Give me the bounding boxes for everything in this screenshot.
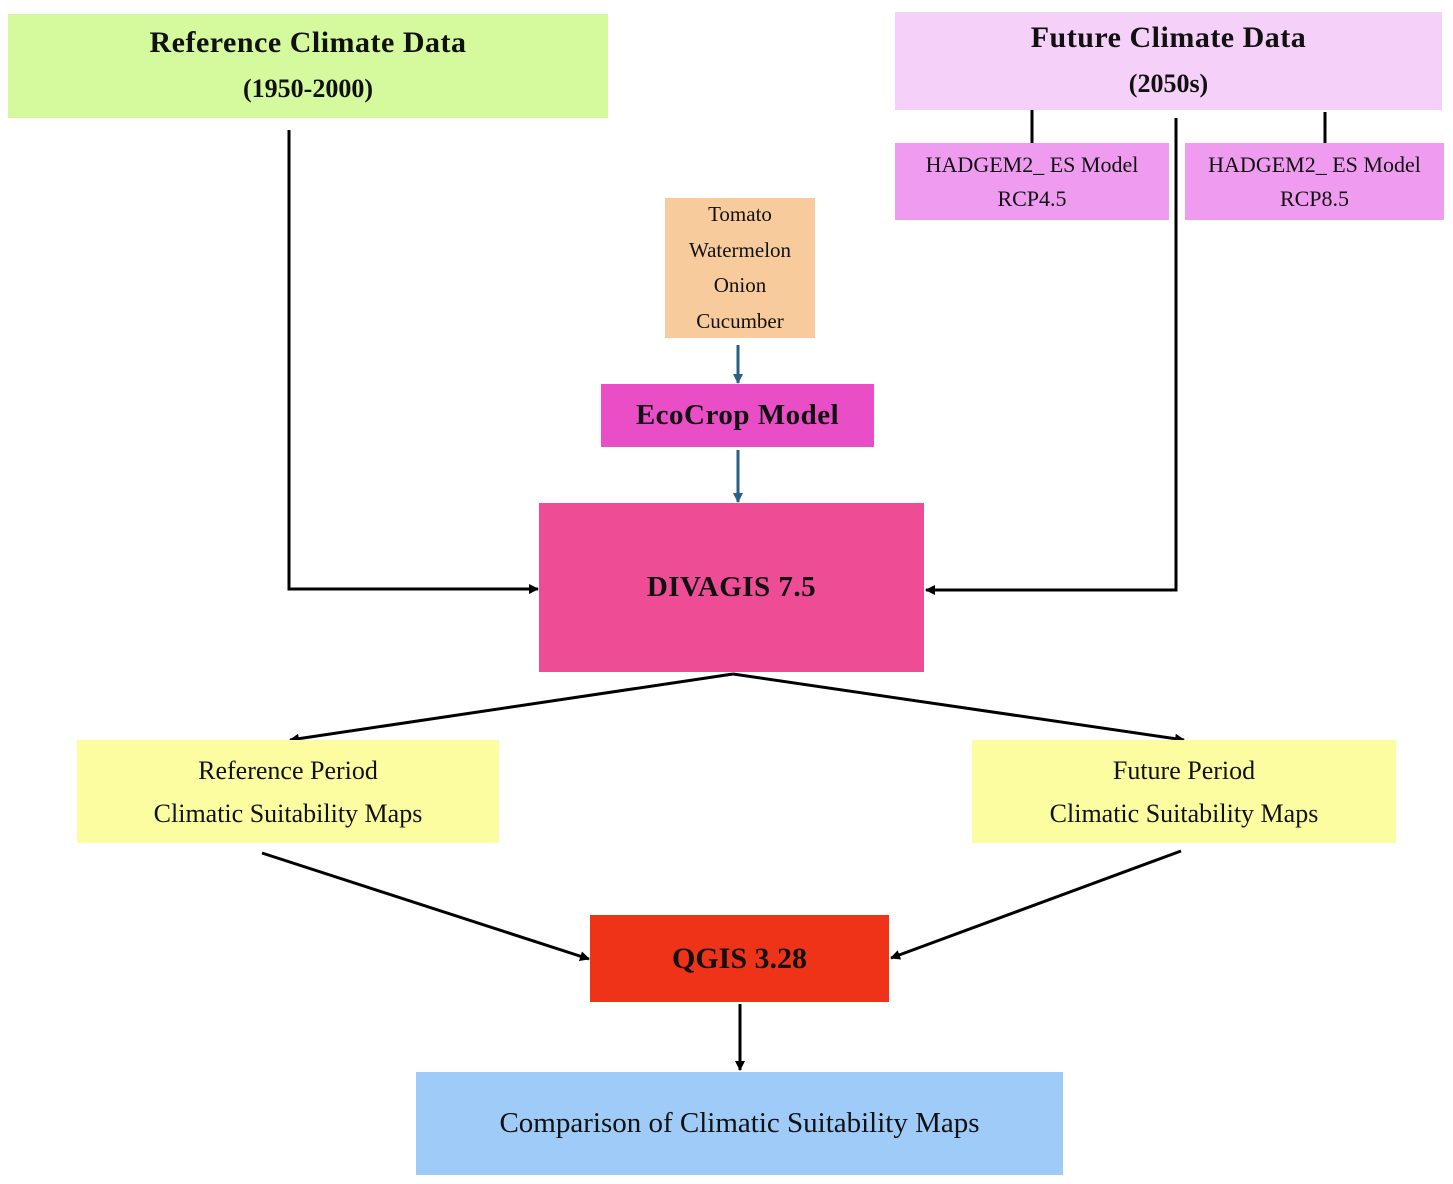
edge-divagis-to-refmaps bbox=[289, 672, 734, 744]
edge-reference-to-divagis bbox=[287, 130, 539, 594]
divagis-label: DIVAGIS 7.5 bbox=[646, 571, 817, 603]
reference-period-maps-line1: Reference Period bbox=[198, 755, 378, 785]
reference-climate-data-node: Reference Climate Data (1950-2000) bbox=[8, 14, 608, 118]
reference-climate-data-title: Reference Climate Data bbox=[149, 26, 467, 59]
reference-climate-data-period: (1950-2000) bbox=[243, 74, 373, 103]
crop-item: Onion bbox=[713, 273, 767, 297]
hadgem-rcp45-node: HADGEM2_ ES Model RCP4.5 bbox=[895, 143, 1169, 220]
hadgem-rcp45-model: HADGEM2_ ES Model bbox=[925, 151, 1139, 177]
crops-node: Tomato Watermelon Onion Cucumber bbox=[665, 198, 815, 338]
future-period-maps-line1: Future Period bbox=[1112, 755, 1256, 785]
edge-future-to-divagis bbox=[925, 118, 1178, 595]
edge-refmaps-to-qgis bbox=[261, 851, 590, 961]
hadgem-rcp85-node: HADGEM2_ ES Model RCP8.5 bbox=[1185, 143, 1444, 220]
future-period-maps-node: Future Period Climatic Suitability Maps bbox=[972, 740, 1396, 843]
hadgem-rcp85-model: HADGEM2_ ES Model bbox=[1208, 151, 1421, 177]
hadgem-rcp45-scenario: RCP4.5 bbox=[997, 185, 1067, 211]
hadgem-rcp85-scenario: RCP8.5 bbox=[1279, 185, 1350, 211]
qgis-node: QGIS 3.28 bbox=[590, 915, 889, 1002]
edge-divagis-to-futmaps bbox=[732, 672, 1185, 744]
crop-item: Tomato bbox=[708, 202, 772, 226]
crop-item: Cucumber bbox=[696, 308, 784, 333]
future-climate-data-title: Future Climate Data bbox=[1030, 21, 1307, 54]
ecocrop-model-node: EcoCrop Model bbox=[601, 384, 874, 447]
comparison-label: Comparison of Climatic Suitability Maps bbox=[499, 1107, 980, 1139]
reference-period-maps-node: Reference Period Climatic Suitability Ma… bbox=[77, 740, 499, 843]
divagis-node: DIVAGIS 7.5 bbox=[539, 503, 924, 672]
reference-period-maps-line2: Climatic Suitability Maps bbox=[153, 798, 423, 828]
comparison-node: Comparison of Climatic Suitability Maps bbox=[416, 1072, 1063, 1175]
future-climate-data-node: Future Climate Data (2050s) bbox=[895, 12, 1442, 110]
qgis-label: QGIS 3.28 bbox=[671, 941, 808, 975]
future-climate-data-period: (2050s) bbox=[1128, 69, 1209, 98]
ecocrop-model-label: EcoCrop Model bbox=[635, 399, 840, 431]
future-period-maps-line2: Climatic Suitability Maps bbox=[1049, 798, 1319, 828]
edge-futmaps-to-qgis bbox=[890, 849, 1182, 960]
crop-item: Watermelon bbox=[688, 237, 792, 262]
